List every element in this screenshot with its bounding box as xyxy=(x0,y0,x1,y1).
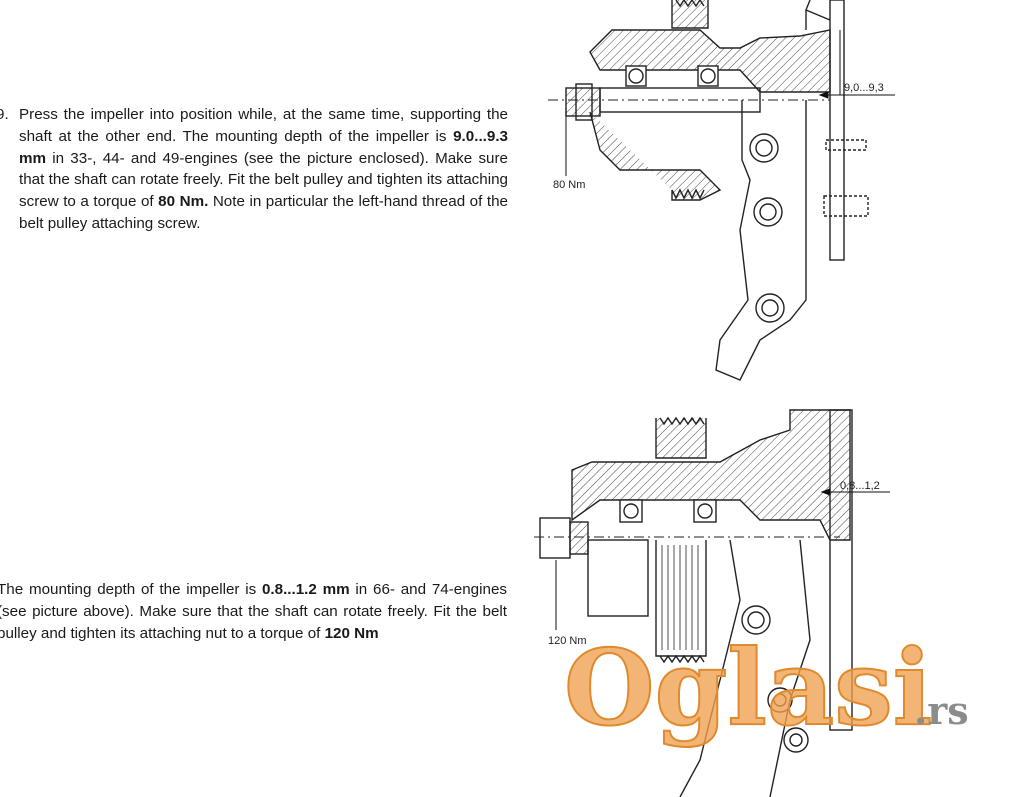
dimension-label-2: 0,8...1,2 xyxy=(840,480,880,492)
torque-label-1: 80 Nm xyxy=(553,179,585,191)
step-9-paragraph: 9. Press the impeller into position whil… xyxy=(0,104,508,235)
engine-66-74-paragraph: The mounting depth of the impeller is 0.… xyxy=(0,581,507,642)
mounting-depth-value: 9.0...9.3 mm xyxy=(19,127,508,167)
oglasi-suffix: .rs xyxy=(914,688,969,733)
pump-cross-section-diagram-2: 0,8...1,2 120 Nm xyxy=(534,409,890,797)
torque-value: 80 Nm. xyxy=(158,193,209,211)
oglasi-logo: Oglasi .rs xyxy=(563,640,969,750)
torque-label-2: 120 Nm xyxy=(548,635,587,647)
mounting-depth-value-2: 0.8...1.2 mm xyxy=(261,581,350,598)
dimension-label-1: 9,0...9,3 xyxy=(844,82,884,94)
oglasi-wordmark: Oglasi xyxy=(564,640,932,749)
step-number: 9. xyxy=(0,106,9,123)
step-9-text: Press the impeller into position while, … xyxy=(19,106,508,232)
torque-value-2: 120 Nm xyxy=(324,624,379,642)
pump-cross-section-diagram-1: 9,0...9,3 80 Nm xyxy=(548,0,895,381)
